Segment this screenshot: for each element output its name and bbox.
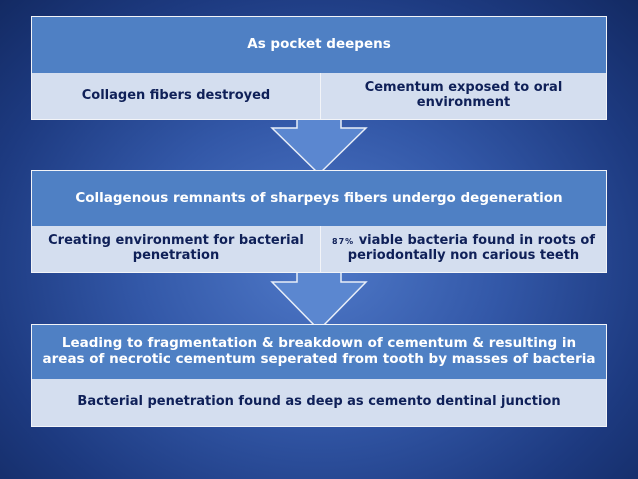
block-header: As pocket deepens <box>32 17 606 73</box>
cell-bacterial-penetration: Bacterial penetration found as deep as c… <box>32 379 606 426</box>
cell-viable-bacteria: 87% viable bacteria found in roots of pe… <box>321 226 606 272</box>
cell-collagen-destroyed: Collagen fibers destroyed <box>32 73 320 119</box>
block-pocket-deepens: As pocket deepens Collagen fibers destro… <box>31 16 607 120</box>
block-row: Creating environment for bacterial penet… <box>32 226 606 272</box>
down-arrow-1 <box>270 116 368 176</box>
percent-label: 87% <box>332 237 355 247</box>
block-row: Collagen fibers destroyed Cementum expos… <box>32 73 606 119</box>
cell-creating-environment: Creating environment for bacterial penet… <box>32 226 320 272</box>
block-fragmentation: Leading to fragmentation & breakdown of … <box>31 324 607 427</box>
cell-divider <box>320 226 321 272</box>
block-header: Collagenous remnants of sharpeys fibers … <box>32 171 606 226</box>
block-collagenous-remnants: Collagenous remnants of sharpeys fibers … <box>31 170 607 273</box>
cell-divider <box>320 73 321 119</box>
block-row: Bacterial penetration found as deep as c… <box>32 379 606 426</box>
down-arrow-2 <box>270 270 368 332</box>
cell-cementum-exposed: Cementum exposed to oral environment <box>321 73 606 119</box>
block-header: Leading to fragmentation & breakdown of … <box>32 325 606 379</box>
cell-viable-bacteria-text: viable bacteria found in roots of period… <box>347 233 595 263</box>
